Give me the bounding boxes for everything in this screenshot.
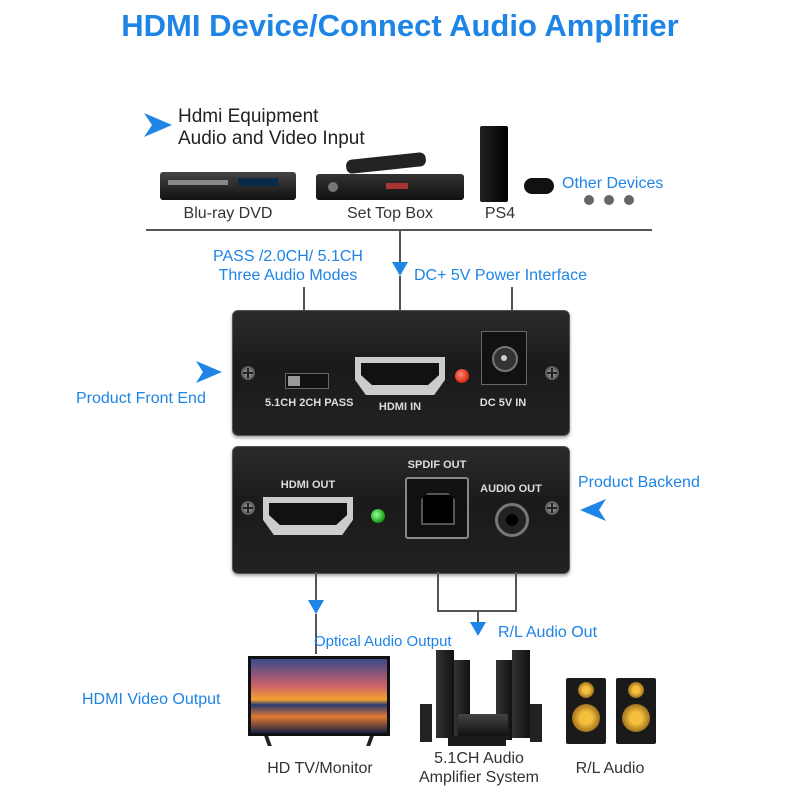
hdmi-output-line [315,572,317,602]
arrow-down-icon [470,622,486,636]
front-callout: Product Front End [76,390,206,407]
audio-out-jack[interactable] [495,503,529,537]
mode-switch[interactable] [285,373,329,389]
device-label-settop: Set Top Box [347,205,433,222]
rl-speakers-image [564,678,664,748]
screw-icon [241,366,255,380]
hdmi-out-port[interactable] [263,497,353,535]
front-panel: 5.1CH 2CH PASS HDMI IN DC 5V IN [232,310,570,436]
spdif-out-port[interactable] [405,477,469,539]
screw-icon [241,501,255,515]
arrow-right-icon [196,361,222,383]
hdmi-video-output-label: HDMI Video Output [82,691,221,708]
amplifier-system-image [414,650,544,750]
modes-pointer-line [303,287,305,311]
hdmi-in-port[interactable] [355,357,445,395]
optical-output-label: Optical Audio Output [314,633,452,650]
amplifier-label: 5.1CH Audio Amplifier System [418,750,540,786]
hdmi-output-line-lower [315,614,317,654]
arrow-down-icon [308,600,324,614]
arrow-right-icon [144,113,172,137]
set-top-box-image [316,151,466,202]
input-connect-line [399,276,401,310]
ellipsis-icon [584,195,634,205]
amp-drop-line [477,610,479,624]
input-heading: Hdmi Equipment Audio and Video Input [178,106,365,149]
back-panel: HDMI OUT SPDIF OUT AUDIO OUT [232,446,570,574]
switch-label: 5.1CH 2CH PASS [265,397,354,409]
screw-icon [545,501,559,515]
bluray-player-image [160,168,300,204]
status-led [371,509,385,523]
device-label-other: Other Devices [562,175,664,192]
back-callout: Product Backend [578,474,700,491]
spdif-out-label: SPDIF OUT [407,459,467,471]
hdmi-in-label: HDMI IN [378,401,422,413]
modes-callout: PASS /2.0CH/ 5.1CH Three Audio Modes [213,248,363,284]
input-drop-line [399,229,401,265]
device-label-ps4: PS4 [484,205,516,222]
tv-image [248,656,392,748]
dc-in-label: DC 5V IN [479,397,527,409]
rl-audio-label: R/L Audio [575,760,645,777]
arrow-down-icon [392,262,408,276]
screw-icon [545,366,559,380]
rl-out-label: R/L Audio Out [498,624,598,641]
optical-line [437,572,439,612]
ps4-console-image [480,126,560,204]
power-callout: DC+ 5V Power Interface [414,267,587,284]
power-pointer-line [511,287,513,311]
hdmi-out-label: HDMI OUT [280,479,336,491]
dc-jack[interactable] [481,331,527,385]
audio-out-label: AUDIO OUT [480,483,542,495]
arrow-left-icon [580,499,606,521]
tv-label: HD TV/Monitor [267,760,373,777]
device-label-bluray: Blu-ray DVD [183,205,273,222]
rl-line [515,572,517,612]
power-led [455,369,469,383]
page-title: HDMI Device/Connect Audio Amplifier [121,8,679,43]
